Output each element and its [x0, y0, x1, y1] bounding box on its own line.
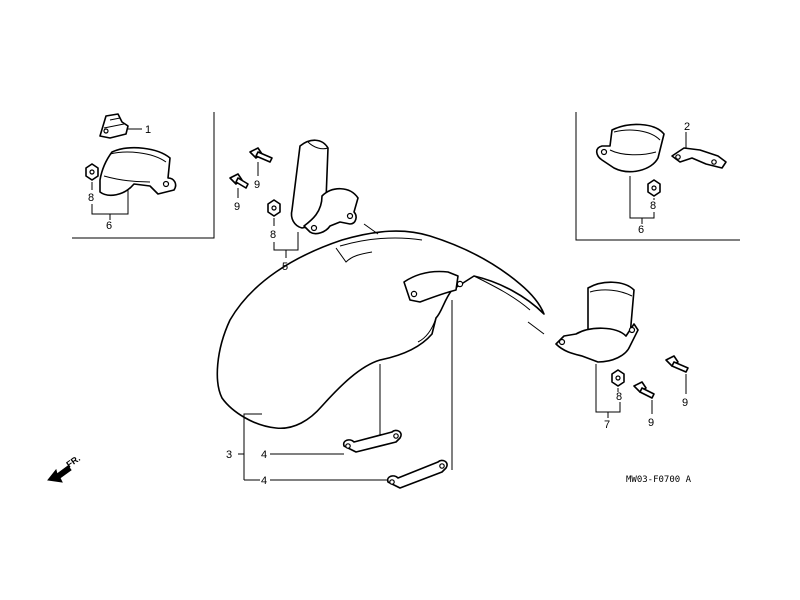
nut-part-8-left [85, 163, 99, 181]
fork-cover-part-7 [555, 281, 639, 363]
callout-6-left: 6 [106, 220, 112, 232]
bolt-part-9-c [665, 355, 689, 373]
callout-7: 7 [604, 419, 610, 431]
callout-5: 5 [282, 261, 288, 273]
nut-part-8-right [647, 179, 661, 197]
bracket-part-2 [671, 147, 727, 169]
callout-9-a: 9 [254, 179, 260, 191]
front-fender-part-3 [216, 230, 545, 430]
nut-part-8-center [267, 199, 281, 217]
drawing-code: MW03-F0700 A [626, 475, 692, 485]
callout-9-c: 9 [682, 397, 688, 409]
callout-1: 1 [145, 124, 151, 136]
bolt-part-9-a [249, 147, 273, 163]
bolt-part-9-b [229, 173, 249, 189]
bracket-part-1 [99, 113, 129, 139]
callout-8-right: 8 [650, 200, 656, 212]
nut-part-8-lower-right [611, 369, 625, 387]
callout-6-right: 6 [638, 224, 644, 236]
callout-3: 3 [226, 449, 232, 461]
callout-numbers: 1 8 6 9 9 8 5 2 8 6 3 4 4 8 7 9 9 [88, 121, 690, 487]
callout-4-upper: 4 [261, 449, 267, 461]
clamp-part-6-right [595, 123, 665, 173]
fender-stay-part-4-upper [342, 429, 402, 453]
right-inset-frame [575, 112, 740, 241]
callout-9-d: 9 [648, 417, 654, 429]
callout-2: 2 [684, 121, 690, 133]
callout-8-lower-right: 8 [616, 391, 622, 403]
callout-9-b: 9 [234, 201, 240, 213]
callout-8-center: 8 [270, 229, 276, 241]
bolt-part-9-d [633, 381, 655, 399]
clamp-part-6-left [99, 146, 177, 197]
left-inset-frame [72, 112, 215, 239]
fork-cover-part-5 [290, 139, 359, 235]
callout-8-left: 8 [88, 192, 94, 204]
leader-lines [91, 128, 687, 481]
callout-4-lower: 4 [261, 475, 267, 487]
fender-stay-part-4-lower [386, 459, 448, 489]
front-direction-arrow-icon: FR. [47, 453, 82, 483]
